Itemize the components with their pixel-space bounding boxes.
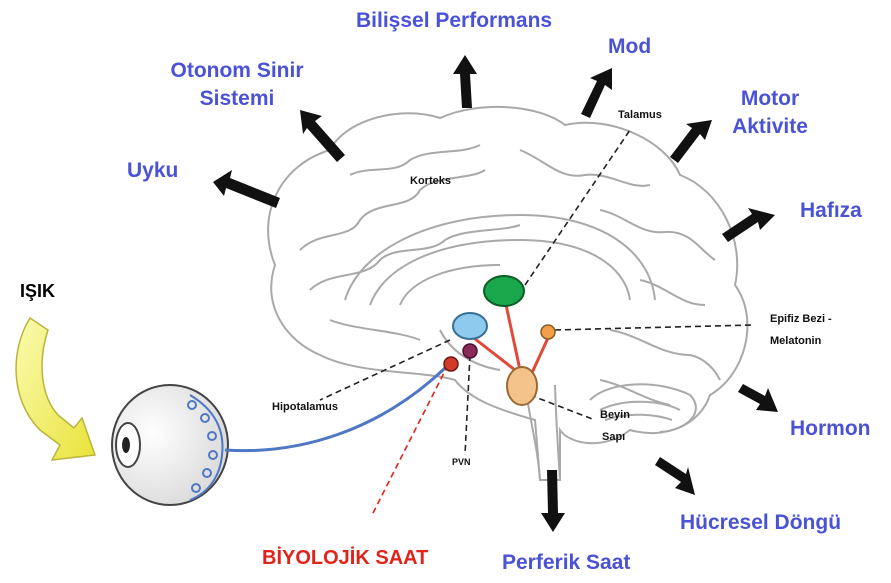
label-korteks: Korteks	[410, 176, 451, 187]
label-otonom-line1: Otonom Sinir	[152, 60, 322, 81]
arrow-hucresel	[655, 457, 695, 495]
label-motor-line2: Aktivite	[720, 116, 820, 137]
label-beyin-line2: Sapı	[602, 432, 625, 443]
label-hipotalamus: Hipotalamus	[272, 402, 338, 413]
label-beyin-line1: Beyin	[600, 410, 630, 421]
label-isik: IŞIK	[20, 282, 55, 300]
talamus-node	[484, 276, 524, 306]
light-arrow	[16, 318, 95, 460]
label-mod: Mod	[608, 36, 651, 57]
arrow-hormon	[738, 384, 778, 412]
label-hucresel: Hücresel Döngü	[680, 512, 841, 533]
label-perferik: Perferik Saat	[502, 552, 630, 573]
epifiz-node	[541, 325, 555, 339]
label-bilissel: Bilişsel Performans	[356, 10, 552, 31]
arrow-uyku	[213, 170, 280, 208]
arrow-mod	[581, 68, 612, 118]
label-hafiza: Hafıza	[800, 200, 862, 221]
arrow-motor	[670, 120, 712, 163]
label-motor-line1: Motor	[720, 88, 820, 109]
label-otonom-line2: Sistemi	[152, 88, 322, 109]
scn-node	[444, 357, 458, 371]
label-hormon: Hormon	[790, 418, 871, 439]
hipotalamus-node	[453, 313, 487, 339]
arrow-bilissel	[453, 55, 477, 108]
label-pvn: PVN	[452, 458, 471, 467]
label-uyku: Uyku	[127, 160, 178, 181]
beyin-sapi-node	[507, 367, 537, 405]
eye	[112, 385, 228, 505]
arrow-otonom	[300, 110, 345, 162]
pvn-node	[463, 344, 477, 358]
biological-clock-line	[372, 365, 448, 515]
label-epifiz-line1: Epifiz Bezi -	[770, 314, 832, 325]
label-talamus: Talamus	[618, 110, 662, 121]
label-epifiz-line2: Melatonin	[770, 336, 821, 347]
label-biyolojik-saat: BİYOLOJİK SAAT	[262, 548, 428, 568]
